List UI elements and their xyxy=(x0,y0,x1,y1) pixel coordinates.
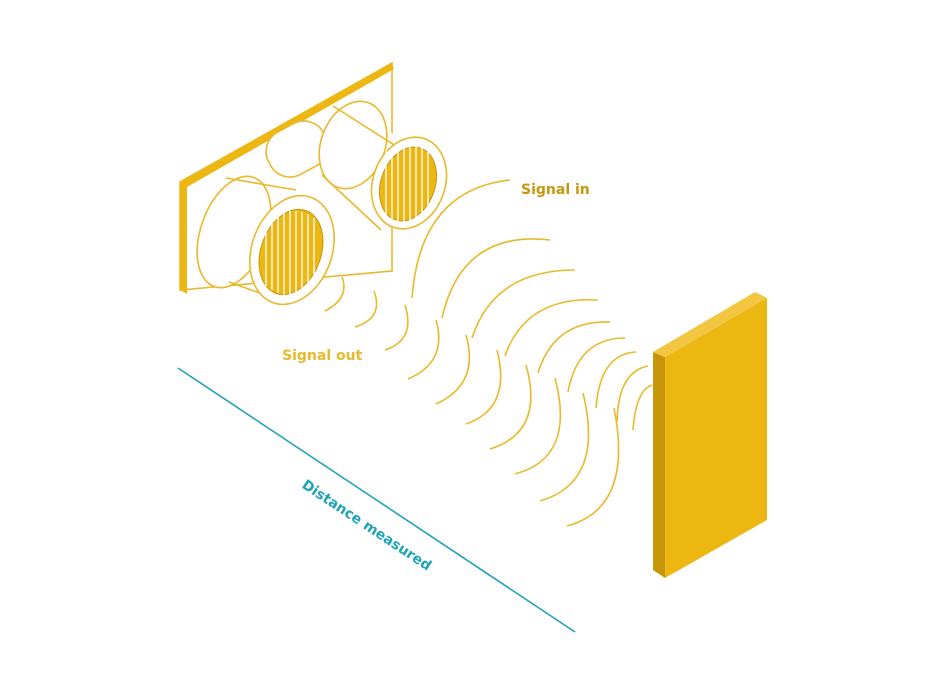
outgoing-waves xyxy=(324,276,620,527)
emitter-transducer xyxy=(196,175,335,306)
receiver-transducer xyxy=(318,100,448,231)
emitter-mesh xyxy=(265,211,315,295)
receiver-mesh xyxy=(385,145,429,225)
target-wall xyxy=(653,292,767,578)
signal-in-label: Signal in xyxy=(521,182,590,198)
signal-out-label: Signal out xyxy=(282,348,363,364)
distance-line xyxy=(177,367,576,633)
returning-waves xyxy=(411,179,653,431)
